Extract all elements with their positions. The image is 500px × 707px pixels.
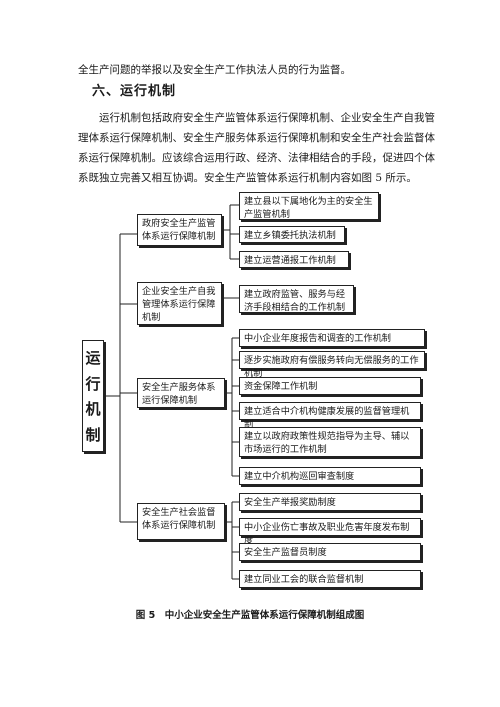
branch-service: 安全生产服务体系运行保障机制	[137, 378, 225, 408]
root-char: 制	[85, 425, 101, 444]
leaf-item: 建立适合中介机构健康发展的监督管理机制	[239, 402, 421, 430]
section-heading: 六、运行机制	[92, 84, 177, 99]
leaf-item: 建立政府监管、服务与经济手段相结合的工作机制	[239, 285, 354, 313]
leaf-item: 中小企业伤亡事故及职业危害年度发布制度	[239, 518, 421, 546]
root-node: 运 行 机 制	[82, 340, 104, 452]
paragraph-body: 运行机制包括政府安全生产监管体系运行保障机制、企业安全生产自我管理体系运行保障机…	[78, 112, 435, 184]
root-char: 机	[85, 400, 101, 419]
branch-social: 安全生产社会监督体系运行保障机制	[137, 503, 225, 540]
leaf-item: 中小企业年度报告和调查的工作机制	[239, 329, 425, 347]
leaf-item: 建立乡镇委托执法机制	[239, 226, 345, 243]
leaf-item: 建立运营通报工作机制	[239, 251, 349, 268]
leaf-item: 建立县以下属地化为主的安全生产监管机制	[239, 192, 379, 220]
leaf-item: 建立以政府政策性规范指导为主导、辅以市场运行的工作机制	[239, 427, 421, 457]
root-char: 运	[85, 349, 101, 368]
leaf-item: 建立同业工会的联合监督机制	[239, 570, 421, 588]
leaf-item: 资金保障工作机制	[239, 377, 421, 395]
leaf-item: 建立中介机构巡回审查制度	[239, 467, 421, 485]
leaf-item: 逐步实施政府有偿服务转向无偿服务的工作机制	[239, 351, 425, 379]
root-char: 行	[85, 374, 101, 393]
branch-government: 政府安全生产监管体系运行保障机制	[137, 214, 222, 246]
paragraph-intro: 全生产问题的举报以及安全生产工作执法人员的行为监督。	[78, 64, 351, 76]
figure-caption: 图 5 中小企业安全生产监管体系运行保障机制组成图	[135, 610, 365, 621]
branch-enterprise: 企业安全生产自我管理体系运行保障机制	[137, 282, 222, 325]
leaf-item: 安全生产举报奖励制度	[239, 493, 421, 511]
leaf-item: 安全生产监督员制度	[239, 543, 421, 561]
